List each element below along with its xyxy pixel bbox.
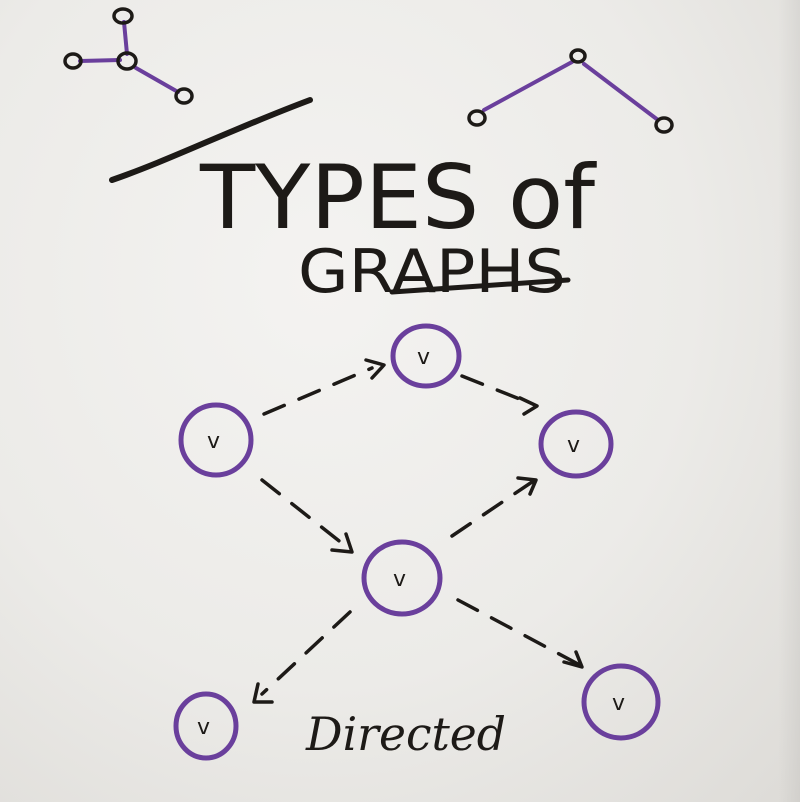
graph-caption: Directed bbox=[305, 707, 506, 761]
sketch-edge bbox=[482, 60, 574, 112]
title-line-2: GRAPHS bbox=[298, 237, 566, 307]
undirected-star-sketch bbox=[63, 7, 194, 105]
sketch-node bbox=[116, 51, 138, 71]
undirected-path-sketch bbox=[467, 48, 674, 134]
node-label: v bbox=[567, 433, 580, 458]
arrowhead bbox=[518, 396, 539, 416]
directed-edges bbox=[252, 358, 584, 704]
graph-node-right: v bbox=[538, 409, 614, 479]
node-label: v bbox=[197, 715, 210, 740]
title-underline bbox=[389, 277, 571, 295]
edge-center-to-bottom-right bbox=[456, 598, 584, 669]
graph-node-bottom-right: v bbox=[581, 663, 661, 741]
graph-node-center: v bbox=[361, 539, 443, 617]
sketch-edge bbox=[134, 66, 180, 94]
arrowhead bbox=[364, 358, 386, 380]
sketch-edge bbox=[582, 62, 660, 122]
sketch-node bbox=[467, 109, 487, 127]
title-line-1: TYPES of bbox=[199, 146, 597, 249]
sketch-node bbox=[112, 7, 134, 25]
title-block: TYPES of GRAPHS bbox=[109, 97, 597, 307]
edge-top-to-right bbox=[460, 374, 539, 416]
node-label: v bbox=[612, 691, 625, 716]
arrowhead bbox=[252, 682, 274, 704]
sketch-node bbox=[63, 52, 83, 70]
node-label: v bbox=[393, 567, 406, 592]
directed-graph: v v v v v v bbox=[173, 323, 661, 761]
title-overline bbox=[109, 97, 313, 183]
sketch-node bbox=[654, 116, 674, 134]
sketch-node bbox=[174, 87, 194, 105]
edge-center-to-right bbox=[450, 476, 538, 538]
sketch-edge bbox=[122, 20, 129, 56]
edge-left-to-center bbox=[260, 478, 354, 554]
edge-center-to-bottom-left bbox=[252, 610, 352, 704]
node-label: v bbox=[417, 345, 430, 370]
graph-node-top: v bbox=[390, 323, 462, 389]
sketch-node bbox=[569, 48, 587, 64]
edge-left-to-top bbox=[262, 358, 386, 416]
node-label: v bbox=[207, 429, 220, 454]
arrowhead bbox=[330, 532, 354, 554]
graph-node-bottom-left: v bbox=[173, 691, 239, 761]
arrowhead bbox=[562, 650, 584, 669]
arrowhead bbox=[516, 476, 538, 496]
sketch-edge bbox=[78, 58, 122, 63]
graph-node-left: v bbox=[178, 402, 254, 478]
